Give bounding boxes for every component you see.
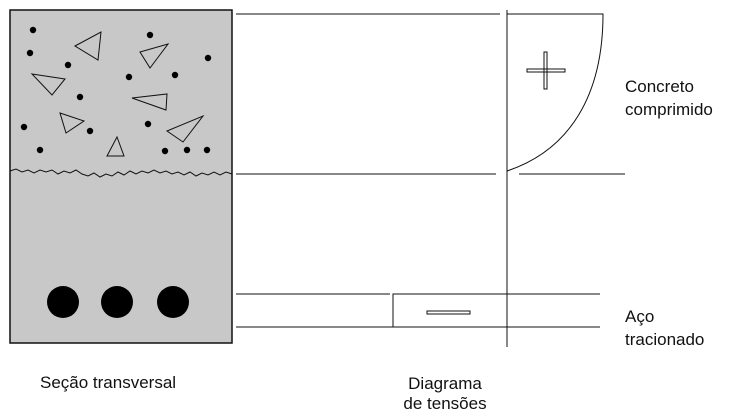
aggregate-triangle bbox=[139, 43, 170, 69]
aggregate-dot bbox=[203, 146, 211, 154]
aggregate-dot bbox=[144, 120, 152, 128]
cross-section-caption: Seção transversal bbox=[40, 373, 177, 392]
aggregate-dot bbox=[20, 123, 28, 131]
aggregate-dot bbox=[183, 146, 191, 154]
aggregate-dot bbox=[36, 146, 44, 154]
aggregate-dot bbox=[125, 73, 133, 81]
tensioned-steel-line1: Aço bbox=[625, 307, 655, 326]
crack-line bbox=[9, 168, 233, 178]
minus-symbol bbox=[426, 310, 471, 315]
compressed-concrete-label: Concreto comprimido bbox=[625, 75, 713, 121]
aggregate-triangle bbox=[30, 73, 66, 96]
plus-horizontal-bar bbox=[526, 68, 566, 73]
stress-diagram-caption-line2: de tensões bbox=[403, 394, 487, 413]
stress-diagram-caption-line1: Diagrama bbox=[408, 374, 482, 393]
aggregate-dot bbox=[76, 93, 84, 101]
tensioned-steel-label: Aço tracionado bbox=[625, 305, 704, 351]
aggregate-triangle bbox=[59, 112, 86, 134]
aggregate-triangle bbox=[131, 93, 168, 111]
aggregate-dot bbox=[86, 127, 94, 135]
aggregate-triangle bbox=[73, 31, 102, 61]
aggregate-triangle bbox=[165, 114, 205, 143]
rebar-circle bbox=[101, 286, 133, 318]
compression-stress-curve bbox=[506, 13, 604, 172]
aggregate-triangle bbox=[106, 135, 125, 157]
stress-diagram-caption: Diagrama de tensões bbox=[390, 374, 500, 414]
aggregate-dot bbox=[146, 31, 154, 39]
stress-diagram bbox=[236, 10, 625, 347]
minus-bar bbox=[426, 310, 471, 315]
reinforcement-bars bbox=[47, 286, 189, 318]
aggregate-dot bbox=[204, 54, 212, 62]
aggregate-dot bbox=[64, 61, 72, 69]
plus-vertical-bar bbox=[543, 51, 548, 90]
aggregate-dot bbox=[26, 49, 34, 57]
aggregate-dot bbox=[161, 147, 169, 155]
tensioned-steel-line2: tracionado bbox=[625, 330, 705, 349]
rebar-circle bbox=[47, 286, 79, 318]
rebar-circle bbox=[157, 286, 189, 318]
aggregate-dot bbox=[171, 71, 179, 79]
compressed-concrete-line1: Concreto bbox=[625, 77, 694, 96]
plus-symbol bbox=[526, 51, 566, 90]
aggregate-dot bbox=[29, 26, 37, 34]
compressed-concrete-line2: comprimido bbox=[625, 100, 713, 119]
aggregate-particles bbox=[20, 26, 212, 155]
aggregate-stones bbox=[30, 31, 205, 157]
tension-stress-block bbox=[392, 293, 508, 328]
cross-section bbox=[9, 9, 233, 344]
